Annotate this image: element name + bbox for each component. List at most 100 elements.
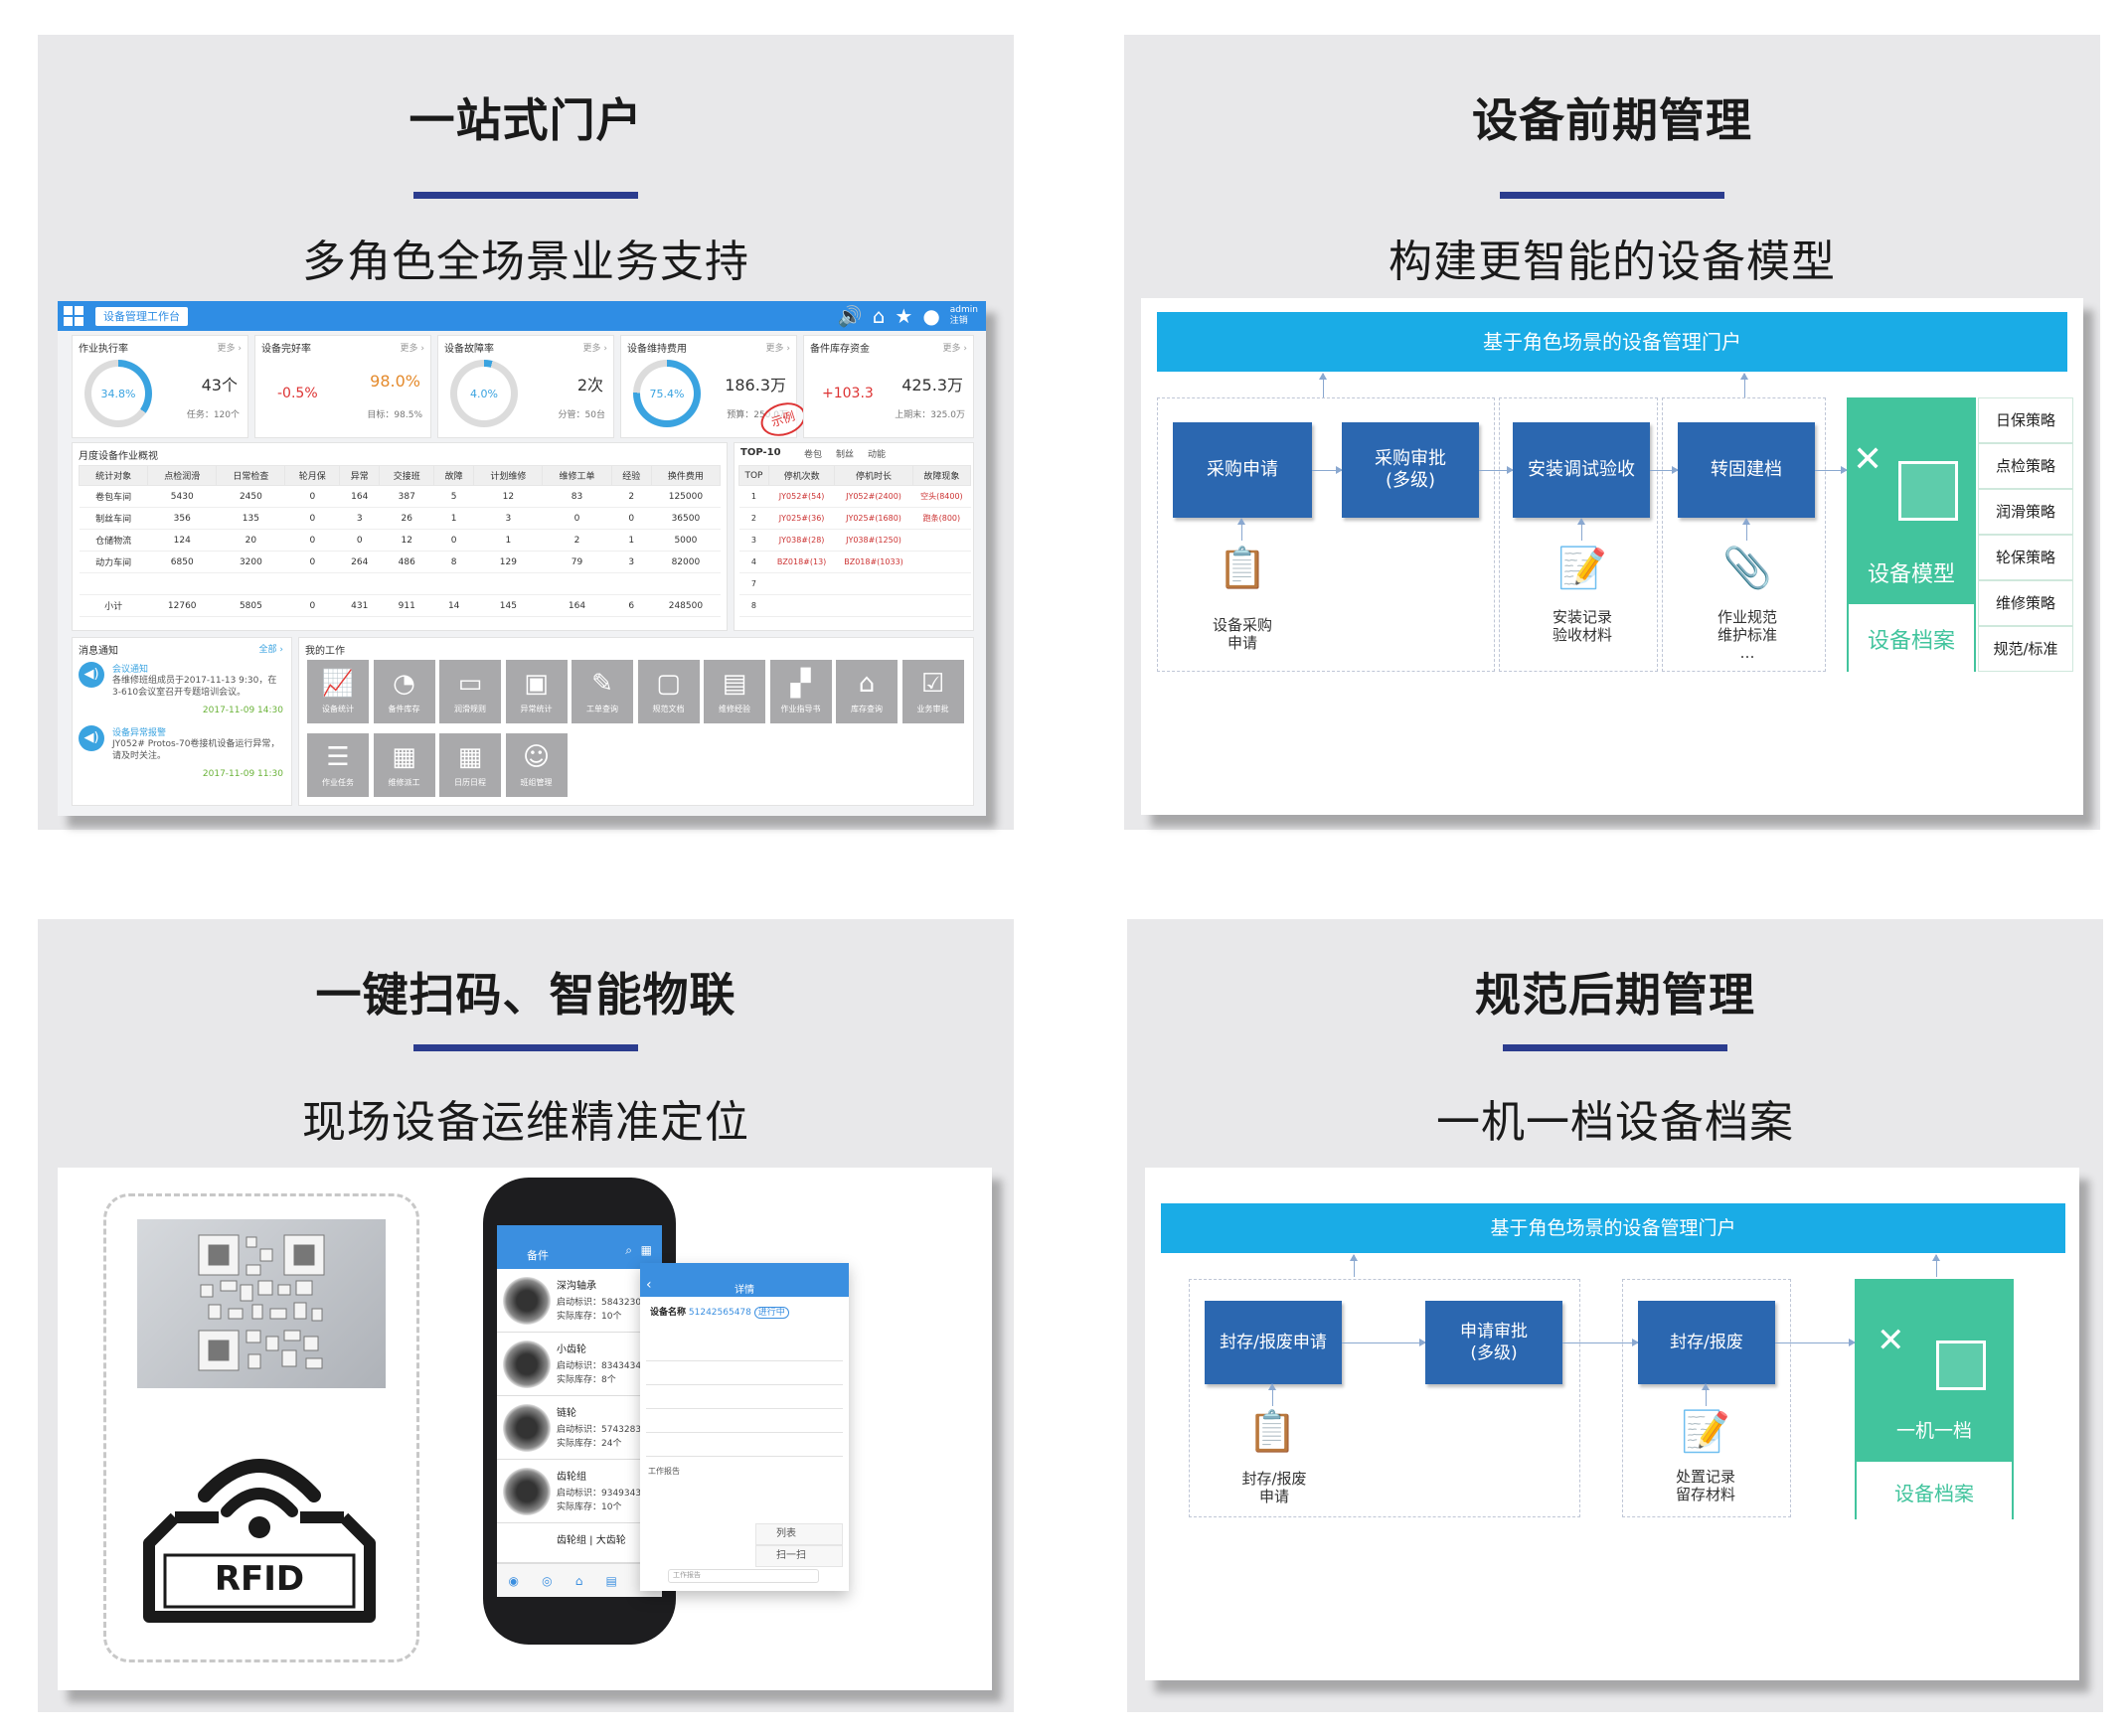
table-row[interactable]: 7 <box>738 572 971 595</box>
speaker-icon[interactable]: 🔊 <box>837 304 863 328</box>
strategy-item[interactable]: 规范/标准 <box>1978 626 2073 672</box>
windows-logo-icon <box>64 306 83 326</box>
panel-subtitle: 多角色全场景业务支持 <box>302 237 749 287</box>
work-tile[interactable]: ▞作业指导书 <box>769 660 832 723</box>
all-messages-link[interactable]: 全部 › <box>258 645 283 655</box>
work-tile[interactable]: ☰作业任务 <box>307 733 369 797</box>
list-button[interactable]: 列表 <box>755 1523 843 1545</box>
flow-step[interactable]: 封存/报废 <box>1638 1301 1775 1384</box>
kpi-card[interactable]: 设备完好率 更多 › -0.5% 98.0% 目标：98.5% <box>254 335 431 438</box>
table-cell: 制丝车间 <box>79 507 148 530</box>
message-item[interactable]: ◀) 会议通知 各维修班组成员于2017-11-13 9:30，在3-610会议… <box>79 662 287 721</box>
search-icon[interactable]: ⌕ <box>625 1243 632 1257</box>
flow-step[interactable]: 申请审批 (多级) <box>1425 1301 1562 1384</box>
work-tile[interactable]: 📈设备统计 <box>307 660 369 723</box>
scan-button[interactable]: 扫一扫 <box>755 1545 843 1567</box>
report-input[interactable]: 工作报告 <box>668 1569 819 1583</box>
home-icon[interactable]: ⌂ <box>872 304 886 328</box>
kpi-card[interactable]: 备件库存资金 更多 › +103.3 425.3万 上期末：325.0万 <box>803 335 974 438</box>
flow-step[interactable]: 封存/报废申请 <box>1205 1301 1342 1384</box>
user-icon[interactable]: ● <box>922 304 940 328</box>
column-header: 经验 <box>610 465 652 486</box>
table-row[interactable]: 8 <box>738 594 971 617</box>
device-model-block[interactable]: ✕ 设备模型 设备档案 <box>1847 397 1976 674</box>
kpi-card[interactable]: 设备故障率 更多 › 4.0% 2次 分管：50台 <box>437 335 614 438</box>
more-link[interactable]: 更多 › <box>765 344 790 354</box>
work-tile[interactable]: ▭润滑规则 <box>439 660 501 723</box>
list-item[interactable]: 齿轮组 | 大齿轮 <box>497 1523 662 1563</box>
work-tile[interactable]: ☺班组管理 <box>505 733 568 797</box>
strategy-item[interactable]: 润滑策略 <box>1978 489 2073 535</box>
flow-step[interactable]: 采购审批 (多级) <box>1342 422 1479 518</box>
table-cell <box>651 572 721 595</box>
flow-caption: 封存/报废 申请 <box>1241 1470 1307 1505</box>
grid-icon[interactable]: ▦ <box>640 1243 652 1257</box>
table-row[interactable] <box>79 572 721 595</box>
section-label: 工作报告 <box>648 1467 680 1476</box>
more-link[interactable]: 更多 › <box>582 344 607 354</box>
strategy-item[interactable]: 轮保策略 <box>1978 535 2073 580</box>
top10-tab[interactable]: 制丝 <box>836 450 855 460</box>
work-tile[interactable]: ▦日历日程 <box>439 733 501 797</box>
kpi-card[interactable]: 作业执行率 更多 › 34.8% 43个 任务：120个 <box>72 335 248 438</box>
work-tile[interactable]: ▦维修派工 <box>373 733 435 797</box>
work-tile[interactable]: ▢规范文档 <box>637 660 700 723</box>
more-link[interactable]: 更多 › <box>217 344 242 354</box>
work-tile[interactable]: ⌂库存查询 <box>836 660 898 723</box>
work-tile[interactable]: ☑业务审批 <box>901 660 964 723</box>
detail-name-label: 设备名称 <box>650 1308 687 1318</box>
flow-step[interactable]: 转固建档 <box>1678 422 1815 518</box>
flow-step[interactable]: 采购申请 <box>1173 422 1312 518</box>
logout-link[interactable]: 注销 <box>949 316 968 326</box>
work-tile[interactable]: ✎工单查询 <box>572 660 633 723</box>
device-archive-label[interactable]: 设备档案 <box>1867 629 1955 654</box>
work-tile[interactable]: ▤维修经验 <box>704 660 765 723</box>
flow-step[interactable]: 安装调试验收 <box>1513 422 1650 518</box>
tab-icon[interactable]: ◉ <box>508 1573 520 1588</box>
flow-caption: 处置记录 留存材料 <box>1675 1468 1735 1503</box>
message-item[interactable]: ◀) 设备异常报警 JY052# Protos-70卷接机设备运行异常，请及时关… <box>79 725 287 785</box>
more-link[interactable]: 更多 › <box>942 344 967 354</box>
kpi-card[interactable]: 设备维持费用 更多 › 75.4% 186.3万 预算：250.0万 示例 <box>620 335 810 442</box>
tab-icon[interactable]: ⌂ <box>574 1573 583 1588</box>
strategy-item[interactable]: 维修策略 <box>1978 580 2073 626</box>
work-tile[interactable]: ◔备件库存 <box>373 660 435 723</box>
lifecycle-diagram: 基于角色场景的设备管理门户 采购申请 采购审批 (多级) 安装调试验收 转固建档… <box>1141 298 2083 815</box>
tab-icon[interactable]: ◎ <box>542 1573 553 1588</box>
work-tile[interactable]: ▣异常统计 <box>505 660 568 723</box>
tile-icon: ☺ <box>522 742 551 772</box>
top10-tab[interactable]: 动能 <box>868 450 887 460</box>
table-cell <box>912 572 971 595</box>
one-machine-archive-block[interactable]: ✕ 一机一档 设备档案 <box>1855 1279 2014 1521</box>
back-icon[interactable]: ‹ <box>646 1277 652 1293</box>
tile-icon: ▦ <box>457 742 483 772</box>
strategy-item[interactable]: 日保策略 <box>1978 397 2073 443</box>
table-cell: 1 <box>473 529 543 552</box>
tab-icon[interactable]: ▤ <box>605 1573 617 1588</box>
more-link[interactable]: 更多 › <box>400 344 424 354</box>
top10-tab[interactable]: 卷包 <box>804 450 823 460</box>
strategy-item[interactable]: 点检策略 <box>1978 443 2073 489</box>
table-cell <box>912 594 971 617</box>
device-archive-label[interactable]: 设备档案 <box>1894 1482 1974 1505</box>
table-cell: 387 <box>379 485 434 508</box>
detail-screen[interactable]: ‹ 详情 设备名称 51242565478 进行中 工作报告 列表 扫一扫 工作… <box>640 1263 849 1591</box>
dashboard-tab[interactable]: 设备管理工作台 <box>95 307 188 326</box>
star-icon[interactable]: ★ <box>895 304 913 328</box>
